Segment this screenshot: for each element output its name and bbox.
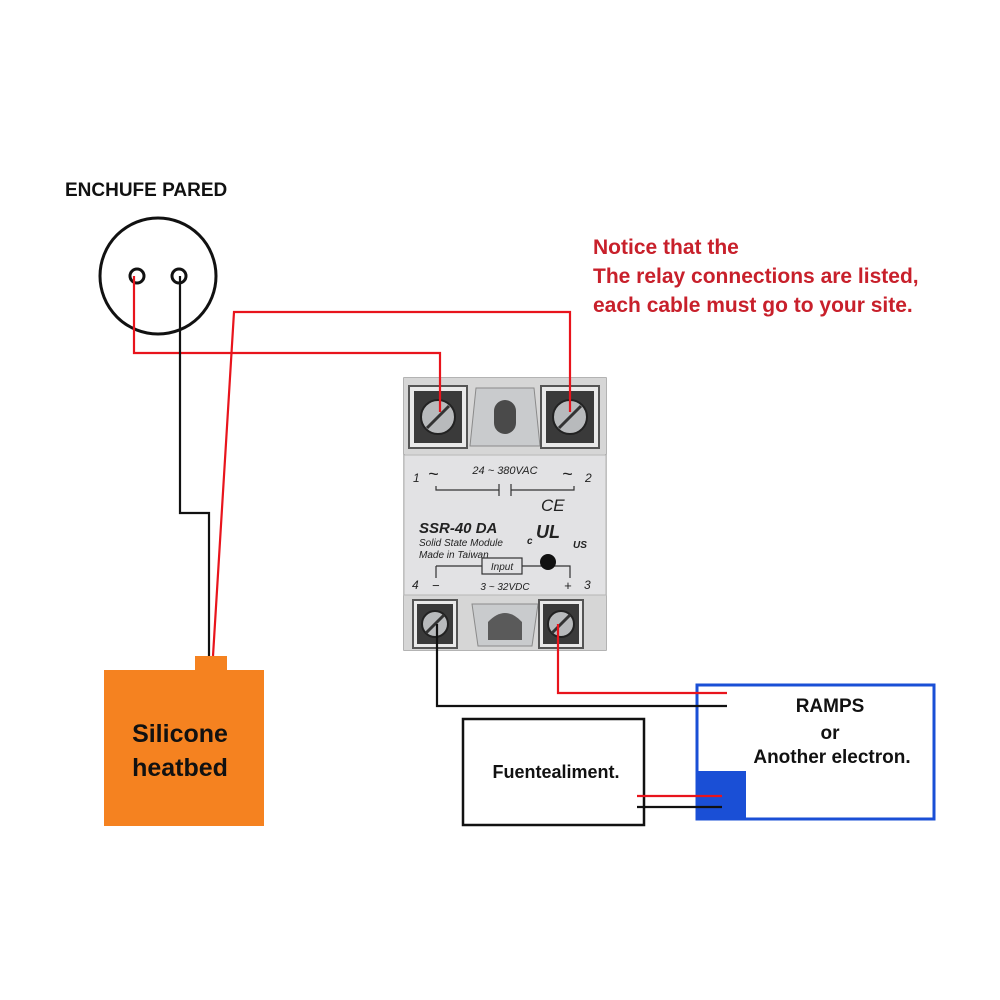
minus-sign-icon: −	[432, 578, 440, 593]
controller-label-line-2: or	[821, 723, 841, 744]
heatbed-label-line-2: heatbed	[132, 754, 228, 782]
ul-c-mark: c	[527, 536, 533, 547]
outlet-body	[98, 216, 218, 336]
terminal-4-number: 4	[412, 578, 419, 592]
notice-line-3: each cable must go to your site.	[593, 294, 913, 317]
relay-model: SSR-40 DA	[419, 520, 497, 537]
power-supply-box	[461, 717, 646, 827]
outlet-socket-left	[128, 267, 146, 285]
ce-mark-icon: CE	[541, 496, 565, 515]
terminal-1-number: 1	[413, 471, 420, 485]
relay-dc-range: 3 ~ 32VDC	[480, 582, 530, 593]
outlet-title: ENCHUFE PARED	[65, 180, 227, 201]
relay-input-box	[481, 557, 523, 575]
terminal-3-screw-slot	[550, 613, 572, 635]
ul-us-mark: US	[573, 540, 587, 551]
heatbed-body	[104, 670, 264, 826]
relay-input-label: Input	[491, 562, 514, 573]
relay-terminal-3	[538, 599, 584, 649]
tilde-left-icon: ~	[428, 464, 439, 484]
heatbed-tab	[195, 656, 227, 674]
terminal-1-screw-slot	[425, 404, 451, 430]
relay-ac-range: 24 ~ 380VAC	[471, 465, 537, 477]
plus-sign-icon: +	[564, 578, 572, 593]
terminal-2-number: 2	[584, 471, 592, 485]
notice-line-1: Notice that the	[593, 236, 739, 259]
relay-terminal-4	[412, 599, 458, 649]
silicone-heatbed: Silicone heatbed	[104, 656, 264, 826]
heatbed-label-line-1: Silicone	[132, 720, 228, 748]
wall-outlet: ENCHUFE PARED	[65, 180, 227, 336]
controller-label-line-1: RAMPS	[796, 696, 865, 717]
wire-outlet-to-terminal-1	[132, 276, 442, 412]
power-supply-label: Fuentealiment.	[492, 762, 619, 782]
relay-terminal-1	[408, 385, 468, 449]
tilde-right-icon: ~	[562, 464, 573, 484]
wire-terminal-2-to-heatbed	[211, 310, 572, 657]
relay-mounting-slot-bottom	[488, 613, 522, 640]
solid-state-relay: 1 2 ~ ~ 24 ~ 380VAC CE SSR-40 DA Solid S…	[403, 377, 607, 651]
terminal-4-screw-slot	[424, 613, 446, 635]
ul-mark-icon: UL	[536, 522, 560, 542]
notice-line-2: The relay connections are listed,	[593, 265, 919, 288]
relay-ac-switch-symbol	[435, 484, 575, 496]
power-supply: Fuentealiment.	[461, 717, 646, 827]
terminal-3-number: 3	[584, 578, 591, 592]
notice-text: Notice that the The relay connections ar…	[593, 236, 919, 317]
relay-origin: Made in Taiwan	[419, 550, 489, 561]
relay-status-led-icon	[540, 554, 556, 570]
wires	[132, 276, 727, 809]
terminal-2-screw-slot	[557, 404, 583, 430]
relay-subtitle: Solid State Module	[419, 538, 503, 549]
wire-outlet-to-heatbed	[178, 276, 211, 656]
controller-label-line-3: Another electron.	[753, 747, 910, 768]
controller-board: RAMPS or Another electron.	[695, 683, 936, 821]
relay-input-line	[435, 565, 571, 578]
wire-terminal-4-to-controller	[435, 624, 727, 708]
relay-mounting-slot-top	[494, 400, 516, 434]
wire-terminal-3-to-controller	[556, 624, 727, 695]
